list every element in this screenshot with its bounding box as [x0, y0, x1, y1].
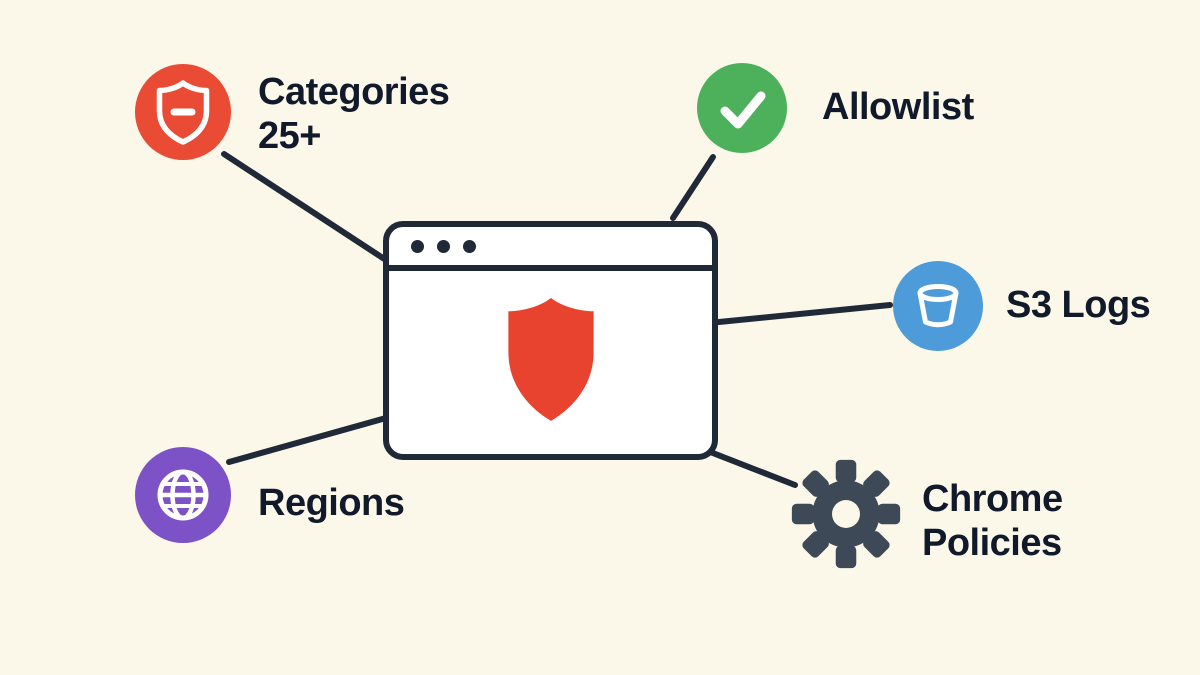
chrome-policies-label-line2: Policies	[922, 522, 1062, 564]
window-control-dot	[437, 239, 450, 253]
checkmark	[720, 91, 766, 129]
shield-shape	[507, 297, 594, 421]
s3-logs-label: S3 Logs	[1006, 284, 1151, 326]
connector-s3-logs	[716, 302, 893, 325]
window-control-dot	[463, 239, 476, 253]
shield-icon	[507, 297, 594, 421]
shield-outline	[156, 80, 210, 145]
browser-content	[389, 271, 712, 448]
browser-window	[383, 221, 718, 460]
check-icon	[697, 63, 787, 153]
globe-icon	[135, 447, 231, 543]
connector-chrome-policies	[697, 445, 798, 488]
gear-hole	[832, 500, 860, 528]
connector-allowlist	[670, 154, 716, 221]
gear-icon	[791, 459, 901, 569]
chrome-policies-label-line1: Chrome	[922, 478, 1063, 520]
categories-label: Categories 25+	[258, 70, 450, 158]
categories-label-line1: Categories	[258, 71, 450, 113]
browser-title-bar	[389, 227, 712, 271]
allowlist-label: Allowlist	[822, 86, 974, 128]
window-control-dot	[411, 239, 424, 253]
categories-label-line2: 25+	[258, 115, 321, 157]
shield-minus-icon	[135, 64, 231, 160]
s3-badge-circle	[893, 261, 983, 351]
allowlist-badge-circle	[697, 63, 787, 153]
bucket-icon	[893, 261, 983, 351]
chrome-policies-label: Chrome Policies	[922, 477, 1063, 565]
bucket-body	[917, 290, 959, 328]
regions-label: Regions	[258, 482, 405, 524]
connector-regions	[226, 415, 389, 465]
connector-categories	[221, 151, 395, 267]
